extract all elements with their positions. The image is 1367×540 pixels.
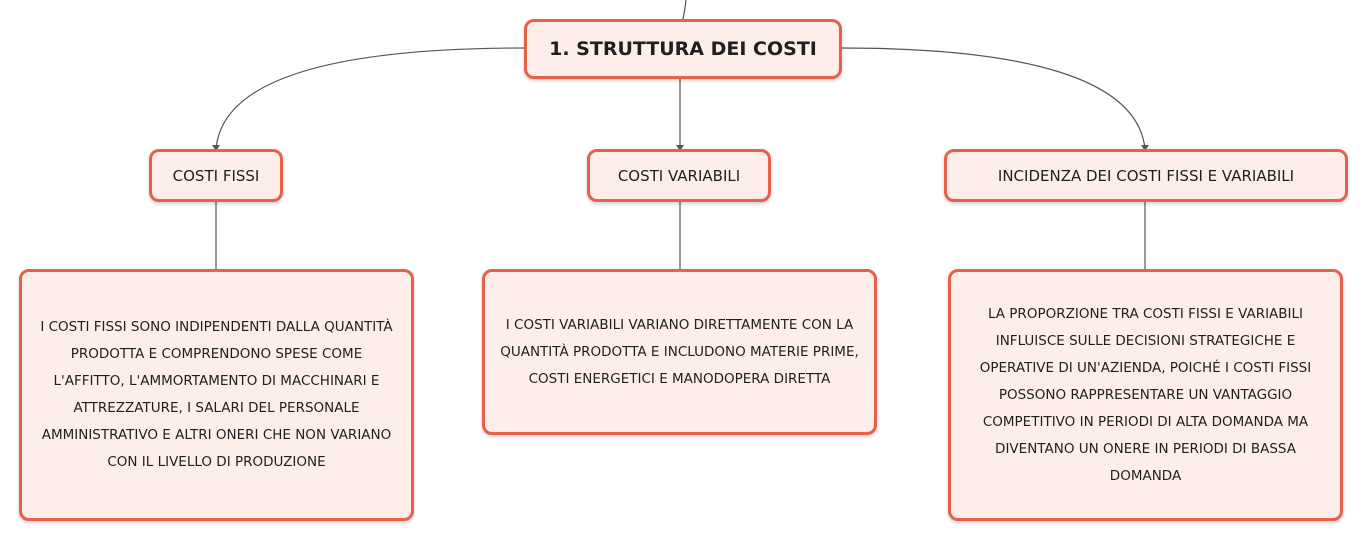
detail-text: LA PROPORZIONE TRA COSTI FISSI E VARIABI… [979,305,1312,484]
detail-costi-variabili[interactable]: I COSTI VARIABILI VARIANO DIRETTAMENTE C… [482,269,877,435]
topic-costi-fissi[interactable]: COSTI FISSI [149,149,283,202]
detail-costi-fissi[interactable]: I COSTI FISSI SONO INDIPENDENTI DALLA QU… [19,269,414,521]
arrowhead-incidenza [1141,145,1149,151]
topic-label: COSTI FISSI [172,166,260,185]
connector-root-to-costi-fissi [215,47,525,150]
connector-incoming [682,0,687,20]
topic-label: COSTI VARIABILI [617,166,741,185]
topic-label: INCIDENZA DEI COSTI FISSI E VARIABILI [997,166,1295,185]
detail-incidenza-costi[interactable]: LA PROPORZIONE TRA COSTI FISSI E VARIABI… [948,269,1343,521]
arrowhead-costi-fissi [212,145,220,151]
connector-root-to-incidenza [841,47,1146,150]
detail-text: I COSTI FISSI SONO INDIPENDENTI DALLA QU… [40,319,393,470]
root-node-label: 1. STRUTTURA DEI COSTI [549,38,817,60]
topic-costi-variabili[interactable]: COSTI VARIABILI [587,149,771,202]
root-node[interactable]: 1. STRUTTURA DEI COSTI [524,19,842,79]
arrowhead-costi-variabili [676,145,684,151]
detail-text: I COSTI VARIABILI VARIANO DIRETTAMENTE C… [500,316,859,387]
topic-incidenza-costi[interactable]: INCIDENZA DEI COSTI FISSI E VARIABILI [944,149,1348,202]
